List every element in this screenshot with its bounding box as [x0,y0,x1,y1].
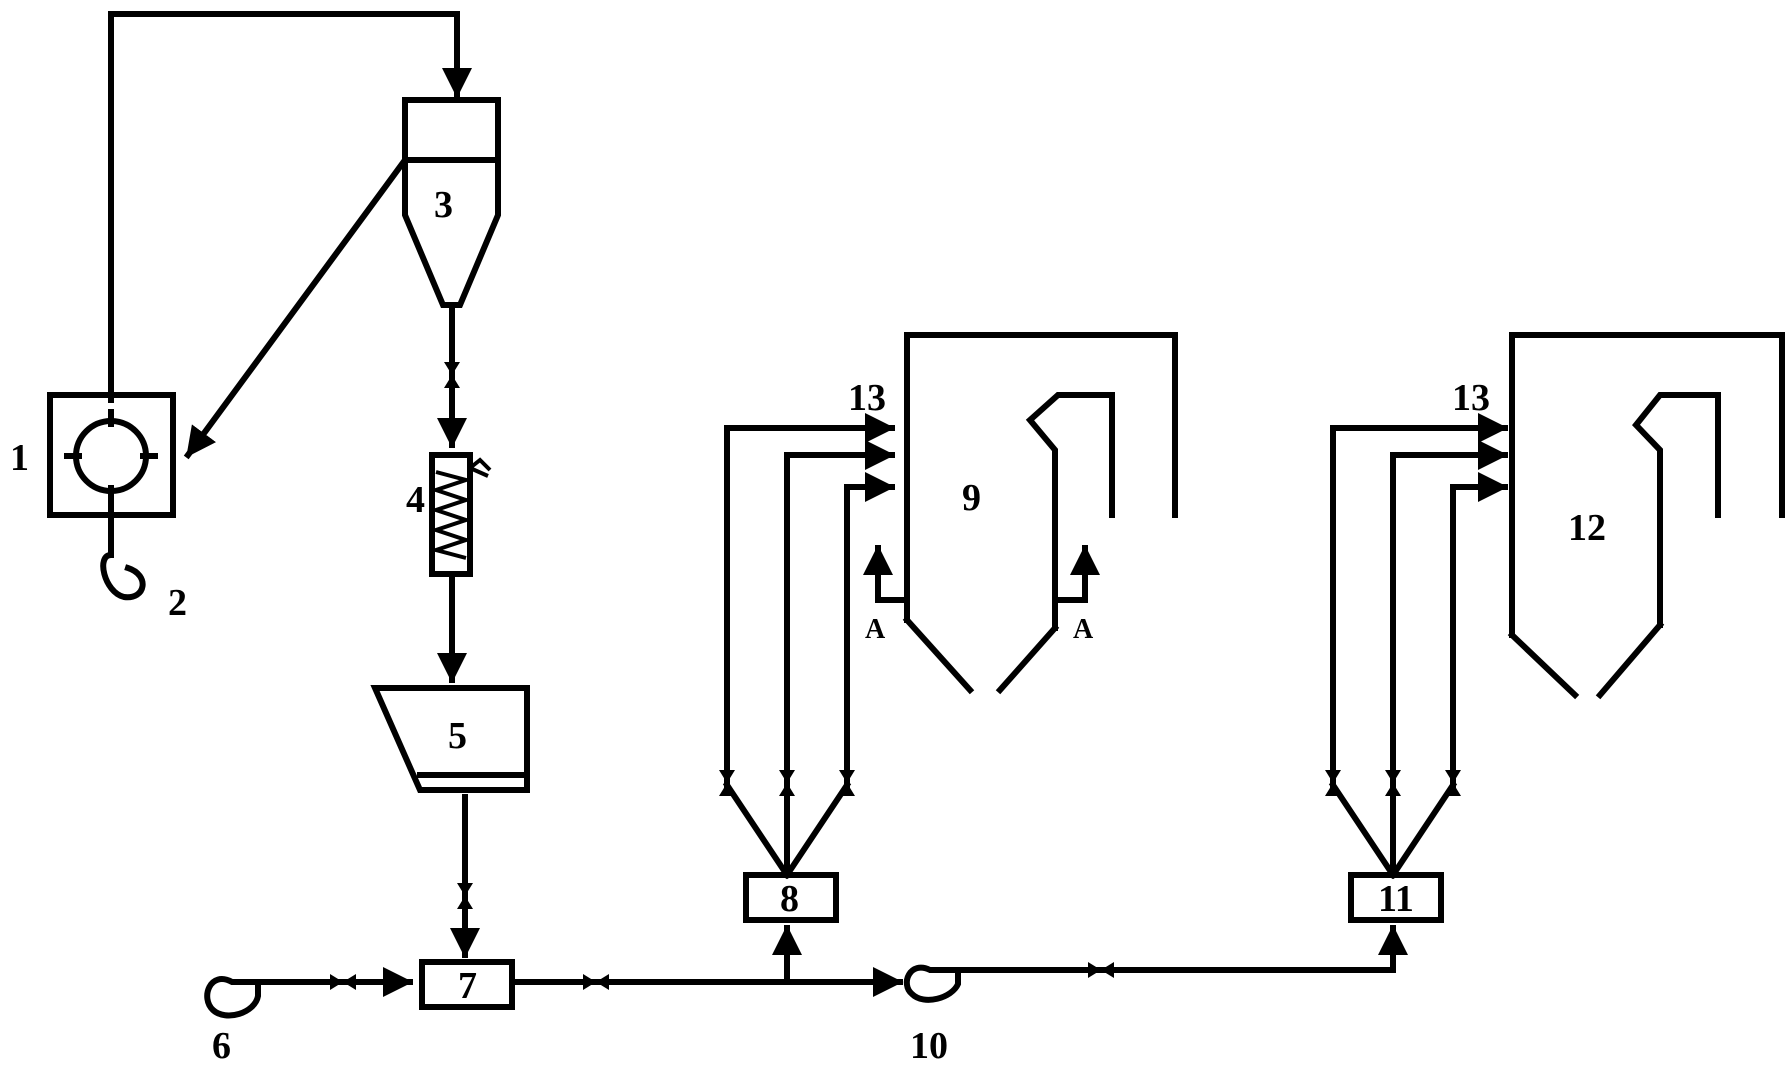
valve-icon [1088,962,1114,978]
label-a-right: A [1073,614,1094,645]
label-9: 9 [962,477,981,519]
unit-12-furnace [1507,332,1785,700]
unit-3-cyclone [402,97,501,308]
label-13-furnace-12: 13 [1452,377,1490,419]
distributor-11-branches [1325,413,1508,880]
unit-4-feeder [429,452,492,577]
valve-icon [457,883,473,909]
fan-to-distributor-11-pipe [955,925,1408,973]
valve-icon [839,770,855,796]
unit-9-furnace [863,332,1178,695]
valve-icon [1445,770,1461,796]
label-5: 5 [448,715,467,757]
label-13-furnace-9: 13 [848,377,886,419]
mill-to-cyclone-pipe [108,11,472,403]
valve-icon [1385,770,1401,796]
label-6: 6 [212,1025,231,1067]
valve-icon [1325,770,1341,796]
distributor-8-branches [719,413,895,880]
valve-icon [444,362,460,388]
label-8: 8 [780,878,799,920]
unit-6-blower [204,976,261,1019]
valve-icon [330,974,356,990]
valve-icon [779,770,795,796]
unit-10-fan [903,964,961,1003]
label-11: 11 [1378,878,1414,920]
label-10: 10 [910,1025,948,1067]
unit-2-fan [100,489,146,601]
cyclone-to-mill-pipe [183,155,410,460]
label-7: 7 [458,965,477,1007]
unit-5-hopper [370,685,530,793]
label-a-left: A [865,614,886,645]
unit-8-distributor [743,872,839,923]
valve-icon [719,770,735,796]
valve-icon [583,974,609,990]
label-3: 3 [434,184,453,226]
label-1: 1 [10,437,29,479]
label-12: 12 [1568,507,1606,549]
label-2: 2 [168,582,187,624]
label-4: 4 [406,479,425,521]
